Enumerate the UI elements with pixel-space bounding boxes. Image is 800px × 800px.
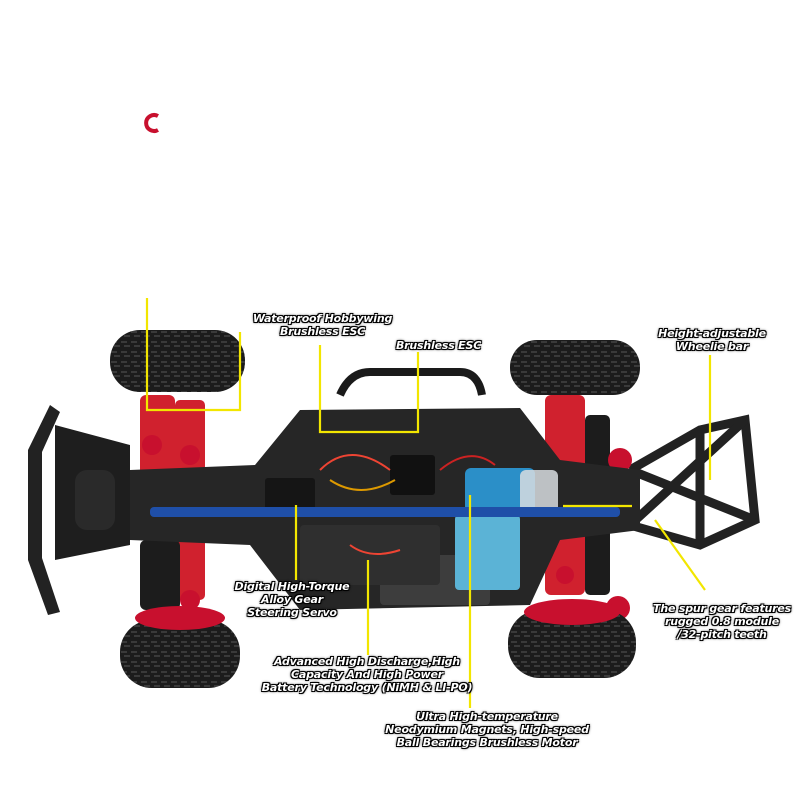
wheelie-bar [626, 414, 760, 550]
label-line: Ultra High-temperature [416, 710, 558, 723]
tire-rear-right [508, 599, 636, 678]
label-line: Height-adjustable [658, 327, 766, 340]
label-battery: Advanced High Discharge,High Capacity An… [252, 655, 482, 694]
label-line: Steering Servo [247, 606, 337, 619]
label-motor: Ultra High-temperature Neodymium Magnets… [382, 710, 592, 749]
battery-pack [300, 525, 440, 585]
label-wheelie-bar: Height-adjustable Wheelie bar [652, 327, 772, 353]
label-line: Alloy Gear [261, 593, 323, 606]
steering-servo [265, 478, 315, 513]
tire-rear-left [510, 340, 640, 395]
brushless-motor [465, 468, 535, 513]
label-line: Neodymium Magnets, High-speed [385, 723, 589, 736]
center-driveshaft [150, 507, 620, 517]
brand-logo-icon [144, 113, 159, 133]
label-line: /32-pitch teeth [677, 628, 767, 641]
label-line: Capacity And High Power [291, 668, 443, 681]
leader-lines [145, 298, 712, 708]
front-bumper [28, 405, 130, 615]
label-spur-gear: The spur gear features rugged 0.8 module… [648, 602, 796, 641]
label-line: Brushless ESC [279, 325, 366, 338]
label-esc: Brushless ESC [396, 339, 481, 352]
label-servo: Digital High-Torque Alloy Gear Steering … [232, 580, 352, 619]
wiring [319, 454, 496, 555]
label-line: The spur gear features [653, 602, 791, 615]
label-line: Waterproof Hobbywing [252, 312, 393, 325]
battery-pack-blue [455, 515, 520, 590]
label-line: Wheelie bar [675, 340, 749, 353]
label-esc-hobbywing: Waterproof Hobbywing Brushless ESC [250, 312, 395, 338]
label-line: Ball Bearings Brushless Motor [396, 736, 578, 749]
label-line: Digital High-Torque [234, 580, 350, 593]
label-line: Advanced High Discharge,High [274, 655, 460, 668]
esc-unit [390, 455, 435, 495]
label-line: Battery Technology (NiMH & LI-PO) [261, 681, 473, 694]
label-line: Brushless ESC [396, 339, 482, 352]
tire-front-left [110, 330, 245, 392]
spur-gear-cover [520, 470, 558, 515]
label-line: rugged 0.8 module [664, 615, 780, 628]
tire-front-right [120, 606, 240, 688]
